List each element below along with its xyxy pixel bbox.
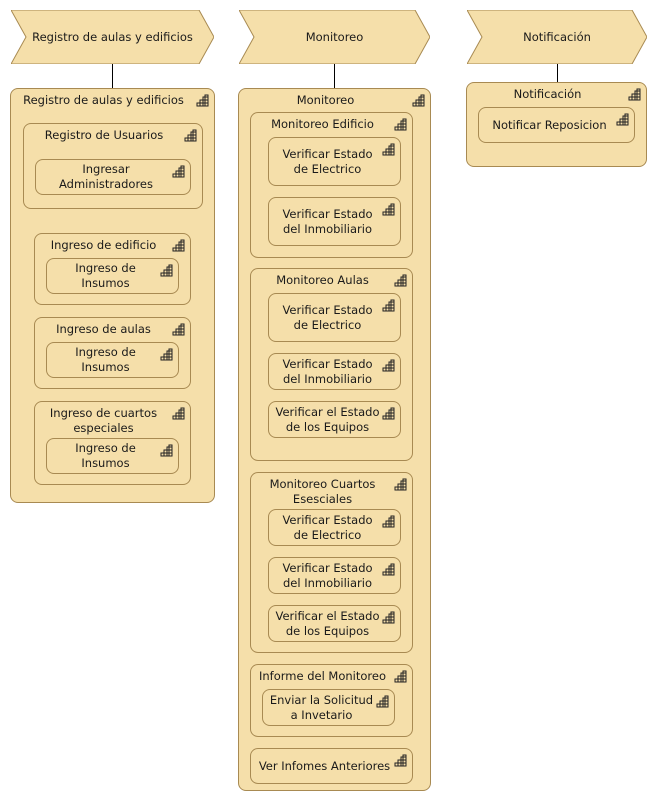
group-box[interactable]: Ingreso de aulas Ingreso de Insumos (34, 317, 191, 389)
container-box[interactable]: Monitoreo Monitoreo Edificio Verificar E… (238, 88, 431, 791)
function-label: Enviar la Solicitud a Invetario (269, 692, 374, 722)
header-chevron[interactable]: Monitoreo (239, 10, 430, 64)
header-label: Registro de aulas y edificios (32, 30, 193, 44)
function-grid-icon (412, 94, 425, 107)
group-box[interactable]: Ingreso de cuartos especiales Ingreso de… (34, 401, 191, 485)
function-label: Ingreso de Insumos (75, 261, 136, 290)
function-grid-icon (382, 407, 395, 420)
function-box[interactable]: Ingreso de Insumos (46, 258, 179, 294)
container-title: Monitoreo (296, 93, 355, 107)
function-grid-icon (394, 118, 407, 131)
function-grid-icon (382, 611, 395, 624)
group-title: Registro de Usuarios (44, 128, 164, 142)
function-box[interactable]: Verificar Estado del Inmobiliario (268, 197, 401, 246)
function-label: Ingreso de Insumos (75, 345, 136, 374)
header-label: Monitoreo (305, 30, 364, 44)
group-title: Ingreso de cuartos especiales (49, 406, 158, 435)
group-box[interactable]: Monitoreo Edificio Verificar Estado de E… (250, 112, 413, 258)
function-grid-icon (382, 143, 395, 156)
function-grid-icon (394, 478, 407, 491)
group-box[interactable]: Informe del Monitoreo Enviar la Solicitu… (250, 664, 413, 737)
function-label: Notificar Reposicion (492, 117, 607, 132)
function-grid-icon (160, 348, 173, 361)
function-grid-icon (172, 239, 185, 252)
function-box[interactable]: Verificar Estado del Inmobiliario (268, 557, 401, 594)
function-box[interactable]: Verificar Estado de Electrico (268, 293, 401, 342)
function-box[interactable]: Enviar la Solicitud a Invetario (262, 689, 395, 726)
function-grid-icon (616, 113, 629, 126)
header-label: Notificación (523, 30, 591, 44)
function-grid-icon (628, 88, 641, 101)
function-grid-icon (172, 323, 185, 336)
function-box[interactable]: Notificar Reposicion (478, 107, 635, 143)
function-label: Verificar Estado de Electrico (282, 302, 373, 332)
function-label: Verificar el Estado de los Equipos (275, 404, 380, 434)
function-label: Ver Infomes Anteriores (258, 758, 391, 773)
group-title: Monitoreo Edificio (271, 117, 374, 131)
function-label: Ingreso de Insumos (75, 441, 136, 470)
group-title: Monitoreo Cuartos Esesciales (269, 477, 376, 506)
function-grid-icon (382, 203, 395, 216)
function-label: Verificar Estado del Inmobiliario (282, 560, 373, 590)
function-label: Verificar Estado de Electrico (282, 512, 373, 542)
function-label: Verificar Estado del Inmobiliario (282, 206, 373, 236)
function-grid-icon (160, 264, 173, 277)
function-grid-icon (184, 129, 197, 142)
connector-line (557, 64, 558, 82)
function-grid-icon (394, 274, 407, 287)
function-box[interactable]: Ingresar Administradores (35, 159, 191, 195)
container-box[interactable]: Registro de aulas y edificios Registro d… (10, 88, 215, 503)
group-title: Ingreso de aulas (56, 322, 151, 336)
container-title: Registro de aulas y edificios (23, 93, 184, 107)
function-box[interactable]: Ver Infomes Anteriores (250, 748, 413, 784)
function-box[interactable]: Verificar el Estado de los Equipos (268, 401, 401, 438)
function-label: Ingresar Administradores (59, 162, 153, 191)
function-grid-icon (382, 359, 395, 372)
container-title: Notificación (513, 87, 582, 101)
container-box[interactable]: Notificación Notificar Reposicion (466, 82, 647, 167)
header-chevron[interactable]: Registro de aulas y edificios (11, 10, 214, 64)
group-title: Informe del Monitoreo (258, 669, 387, 683)
group-box[interactable]: Monitoreo Cuartos Esesciales Verificar E… (250, 472, 413, 653)
function-grid-icon (382, 515, 395, 528)
function-box[interactable]: Verificar el Estado de los Equipos (268, 605, 401, 642)
function-grid-icon (382, 563, 395, 576)
function-grid-icon (382, 299, 395, 312)
function-label: Verificar el Estado de los Equipos (275, 608, 380, 638)
function-grid-icon (172, 165, 185, 178)
function-grid-icon (376, 695, 389, 708)
group-title: Monitoreo Aulas (276, 273, 369, 287)
function-grid-icon (196, 94, 209, 107)
function-grid-icon (160, 444, 173, 457)
function-box[interactable]: Verificar Estado del Inmobiliario (268, 353, 401, 390)
connector-line (112, 64, 113, 88)
function-box[interactable]: Verificar Estado de Electrico (268, 137, 401, 186)
function-box[interactable]: Verificar Estado de Electrico (268, 509, 401, 546)
connector-line (334, 64, 335, 88)
function-box[interactable]: Ingreso de Insumos (46, 438, 179, 474)
function-grid-icon (394, 670, 407, 683)
function-grid-icon (394, 754, 407, 767)
function-box[interactable]: Ingreso de Insumos (46, 342, 179, 378)
function-grid-icon (172, 407, 185, 420)
group-title: Ingreso de edificio (50, 238, 157, 252)
function-label: Verificar Estado del Inmobiliario (282, 356, 373, 386)
group-box[interactable]: Monitoreo Aulas Verificar Estado de Elec… (250, 268, 413, 461)
group-box[interactable]: Registro de Usuarios Ingresar Administra… (23, 123, 203, 209)
group-box[interactable]: Ingreso de edificio Ingreso de Insumos (34, 233, 191, 305)
function-label: Verificar Estado de Electrico (282, 146, 373, 176)
header-chevron[interactable]: Notificación (467, 10, 647, 64)
